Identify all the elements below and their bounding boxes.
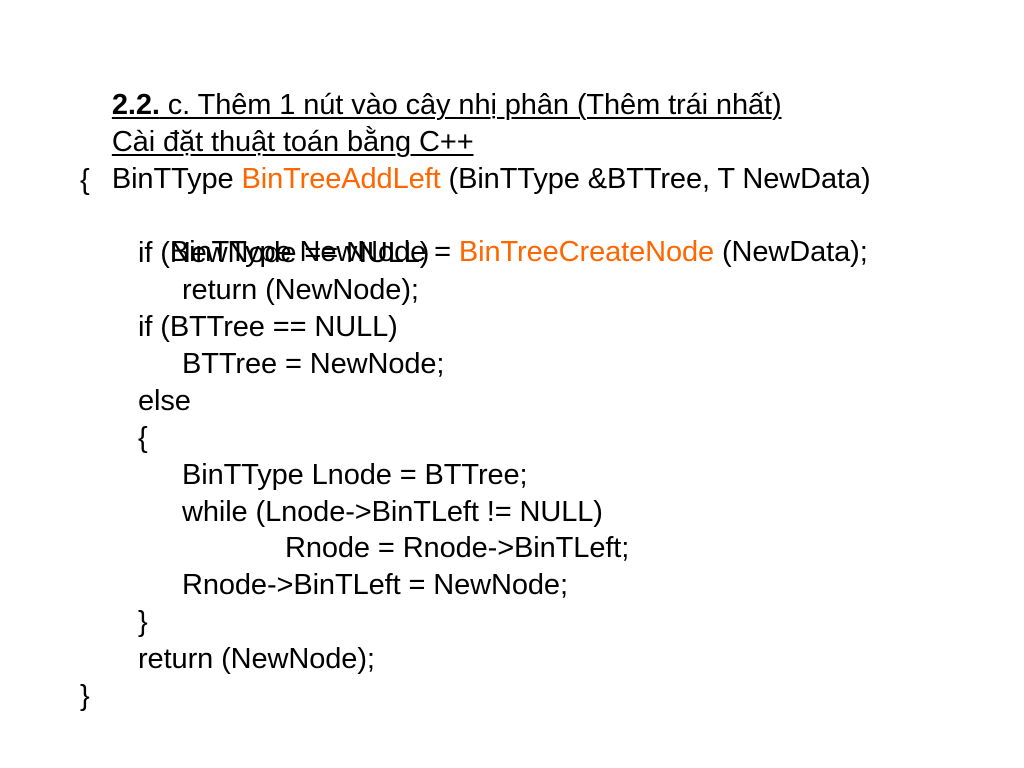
signature-suffix: (BinTType &BTTree, T NewData) [440,163,871,195]
function-name: BinTreeAddLeft [241,163,441,195]
code-newnode-decl: BinTType NewNode = BinTreeCreateNode (Ne… [138,198,868,306]
newnode-suffix: (NewData); [714,236,868,268]
code-open-brace: { [80,164,90,196]
code-else: else [138,385,191,417]
signature-prefix: BinTType [111,163,242,195]
create-node-function: BinTreeCreateNode [458,236,715,268]
newnode-prefix: BinTType NewNode = [169,236,459,268]
code-inner-open-brace: { [138,422,148,454]
slide-title: 2.2. c. Thêm 1 nút vào cây nhị phân (Thê… [80,51,782,159]
code-return-newnode-early: return (NewNode); [182,274,419,306]
code-rnode-advance: Rnode = Rnode->BinTLeft; [285,532,630,564]
section-title: c. Thêm 1 nút vào cây nhị phân (Thêm trá… [159,89,782,121]
slide-subtitle: Cài đặt thuật toán bằng C++ [80,88,474,196]
code-rnode-assign: Rnode->BinTLeft = NewNode; [182,569,568,601]
section-number: 2.2. [111,89,160,121]
code-assign-bttree: BTTree = NewNode; [182,348,445,380]
code-if-bttree-null: if (BTTree == NULL) [138,311,398,343]
code-if-newnode-null: if (NewNode == NULL) [138,237,430,269]
code-inner-close-brace: } [138,606,148,638]
code-while-loop: while (Lnode->BinTLeft != NULL) [182,496,603,528]
subtitle-text: Cài đặt thuật toán bằng C++ [111,126,474,158]
code-close-brace: } [80,680,90,712]
code-lnode-decl: BinTType Lnode = BTTree; [182,459,528,491]
code-return-newnode: return (NewNode); [138,643,375,675]
code-function-signature: BinTType BinTreeAddLeft (BinTType &BTTre… [80,125,871,233]
